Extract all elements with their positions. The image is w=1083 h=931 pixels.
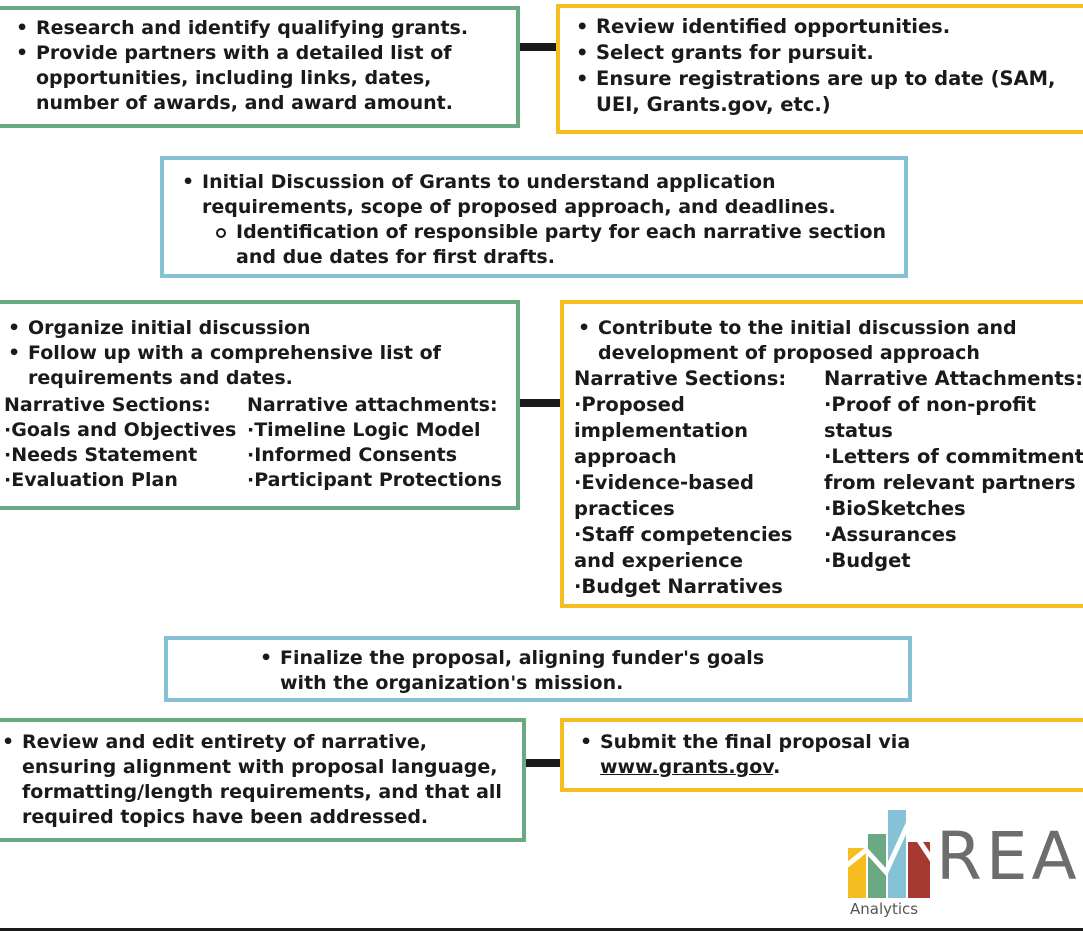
column-item: from relevant partners: [824, 471, 1076, 494]
list-item: Submit the final proposal via www.grants…: [576, 730, 1083, 780]
column-item: ·Evidence-based: [574, 471, 754, 494]
submit-text: Submit the final proposal via: [600, 731, 911, 753]
connector-line: [526, 759, 564, 767]
box-initial-discussion: Initial Discussion of Grants to understa…: [160, 156, 908, 278]
column-item: ·Evaluation Plan: [4, 469, 178, 491]
column-header: Narrative Attachments:: [824, 367, 1083, 390]
column-header: Narrative attachments:: [247, 394, 498, 416]
column-header: Narrative Sections:: [574, 367, 787, 390]
column-item: ·Goals and Objectives: [4, 419, 237, 441]
logo-subtext: Analytics: [850, 900, 919, 918]
column-item: ·Proposed: [574, 393, 685, 416]
column-item: ·Assurances: [824, 523, 957, 546]
column-item: ·Budget Narratives: [574, 575, 783, 598]
box-submit-proposal: Submit the final proposal via www.grants…: [560, 718, 1083, 792]
list-item-text: Initial Discussion of Grants to understa…: [202, 171, 836, 218]
list-item: Initial Discussion of Grants to understa…: [178, 170, 894, 270]
box-research-grants: Research and identify qualifying grants.…: [0, 6, 520, 128]
connector-line: [520, 43, 560, 51]
column-item: ·Letters of commitment: [824, 445, 1083, 468]
column-item: ·Informed Consents: [247, 444, 458, 466]
column-item: practices: [574, 497, 675, 520]
box-finalize-proposal: Finalize the proposal, aligning funder's…: [164, 636, 912, 702]
column-item: ·Needs Statement: [4, 444, 198, 466]
column-item: status: [824, 419, 893, 442]
list-item: Contribute to the initial discussion and…: [574, 316, 1083, 366]
column-header: Narrative Sections:: [4, 394, 211, 416]
list-item: Provide partners with a detailed list of…: [12, 41, 506, 116]
list-item: Follow up with a comprehensive list of r…: [4, 341, 510, 391]
grants-gov-link[interactable]: www.grants.gov: [600, 756, 774, 778]
box-contribute-discussion: Contribute to the initial discussion and…: [560, 300, 1083, 608]
column-item: approach: [574, 445, 677, 468]
column-item: implementation: [574, 419, 749, 442]
box-review-edit: Review and edit entirety of narrative, e…: [0, 718, 526, 842]
column-item: ·Budget: [824, 549, 911, 572]
list-item: Finalize the proposal, aligning funder's…: [256, 646, 898, 696]
list-item: Ensure registrations are up to date (SAM…: [572, 66, 1083, 118]
sub-list-item: Identification of responsible party for …: [212, 220, 894, 270]
list-item: Select grants for pursuit.: [572, 40, 1083, 66]
bottom-border: [0, 928, 1083, 931]
list-item: Review and edit entirety of narrative, e…: [0, 730, 516, 830]
connector-line: [520, 399, 564, 407]
logo-text: REA: [936, 818, 1081, 895]
column-item: ·Staff competencies: [574, 523, 793, 546]
column-item: ·BioSketches: [824, 497, 966, 520]
submit-suffix: .: [773, 756, 781, 778]
column-item: and experience: [574, 549, 743, 572]
column-item: ·Proof of non-profit: [824, 393, 1037, 416]
column-item: ·Timeline Logic Model: [247, 419, 481, 441]
box-review-opportunities: Review identified opportunities. Select …: [556, 4, 1083, 134]
list-item: Organize initial discussion: [4, 316, 510, 341]
logo-bars-icon: [846, 810, 935, 898]
list-item: Research and identify qualifying grants.: [12, 16, 506, 41]
rea-analytics-logo: REA Analytics: [846, 806, 1077, 922]
box-organize-discussion: Organize initial discussion Follow up wi…: [0, 300, 520, 510]
column-item: ·Participant Protections: [247, 469, 502, 491]
list-item: Review identified opportunities.: [572, 14, 1083, 40]
